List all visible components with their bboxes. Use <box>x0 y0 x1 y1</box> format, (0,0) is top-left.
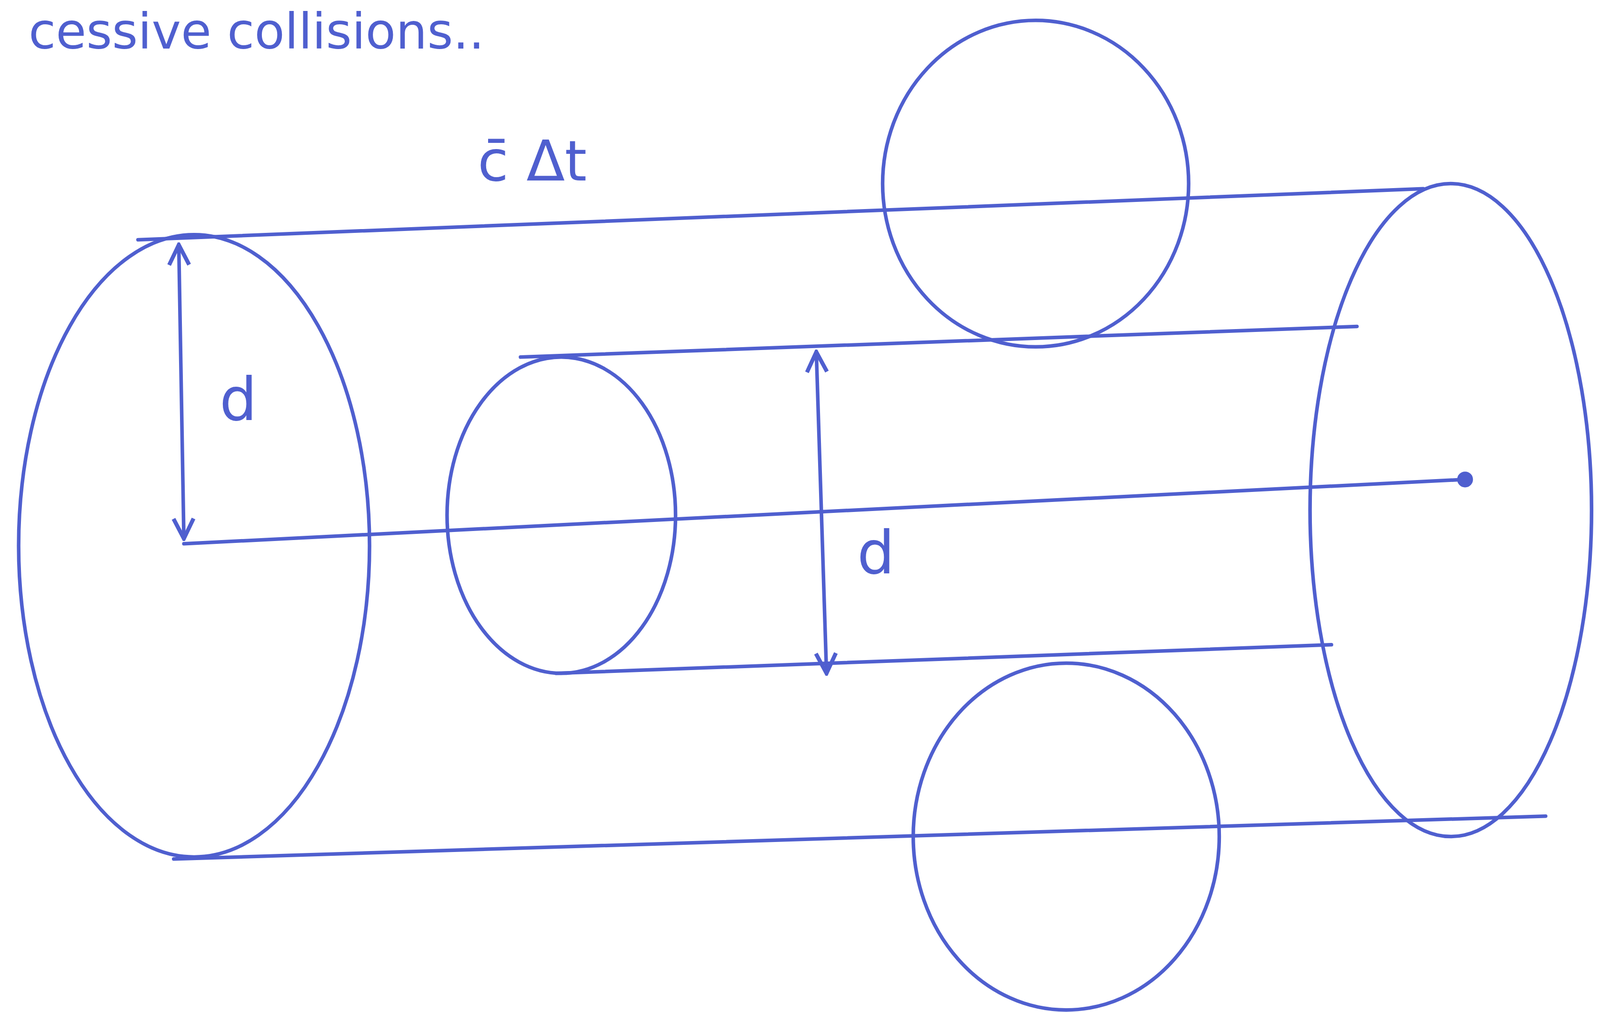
molecule <box>913 662 1220 1010</box>
axis-dot <box>1459 473 1472 486</box>
molecule <box>447 357 676 674</box>
inner-bottom-edge <box>556 644 1332 674</box>
cylinder-top-edge <box>138 188 1424 240</box>
heading-fragment: cessive collisions.. <box>28 4 485 59</box>
cylinder-bottom-edge <box>173 816 1546 860</box>
dimension-arrow <box>178 244 184 539</box>
axis-line <box>183 479 1464 544</box>
molecule <box>882 20 1190 347</box>
dimension-arrow <box>816 351 827 674</box>
left-end-ellipse <box>18 234 370 858</box>
inner-top-edge <box>520 326 1358 357</box>
length-label: c̄ Δt <box>477 130 587 193</box>
diameter-label: d <box>857 520 895 586</box>
right-end-ellipse <box>1310 183 1592 837</box>
diameter-label: d <box>219 367 258 432</box>
